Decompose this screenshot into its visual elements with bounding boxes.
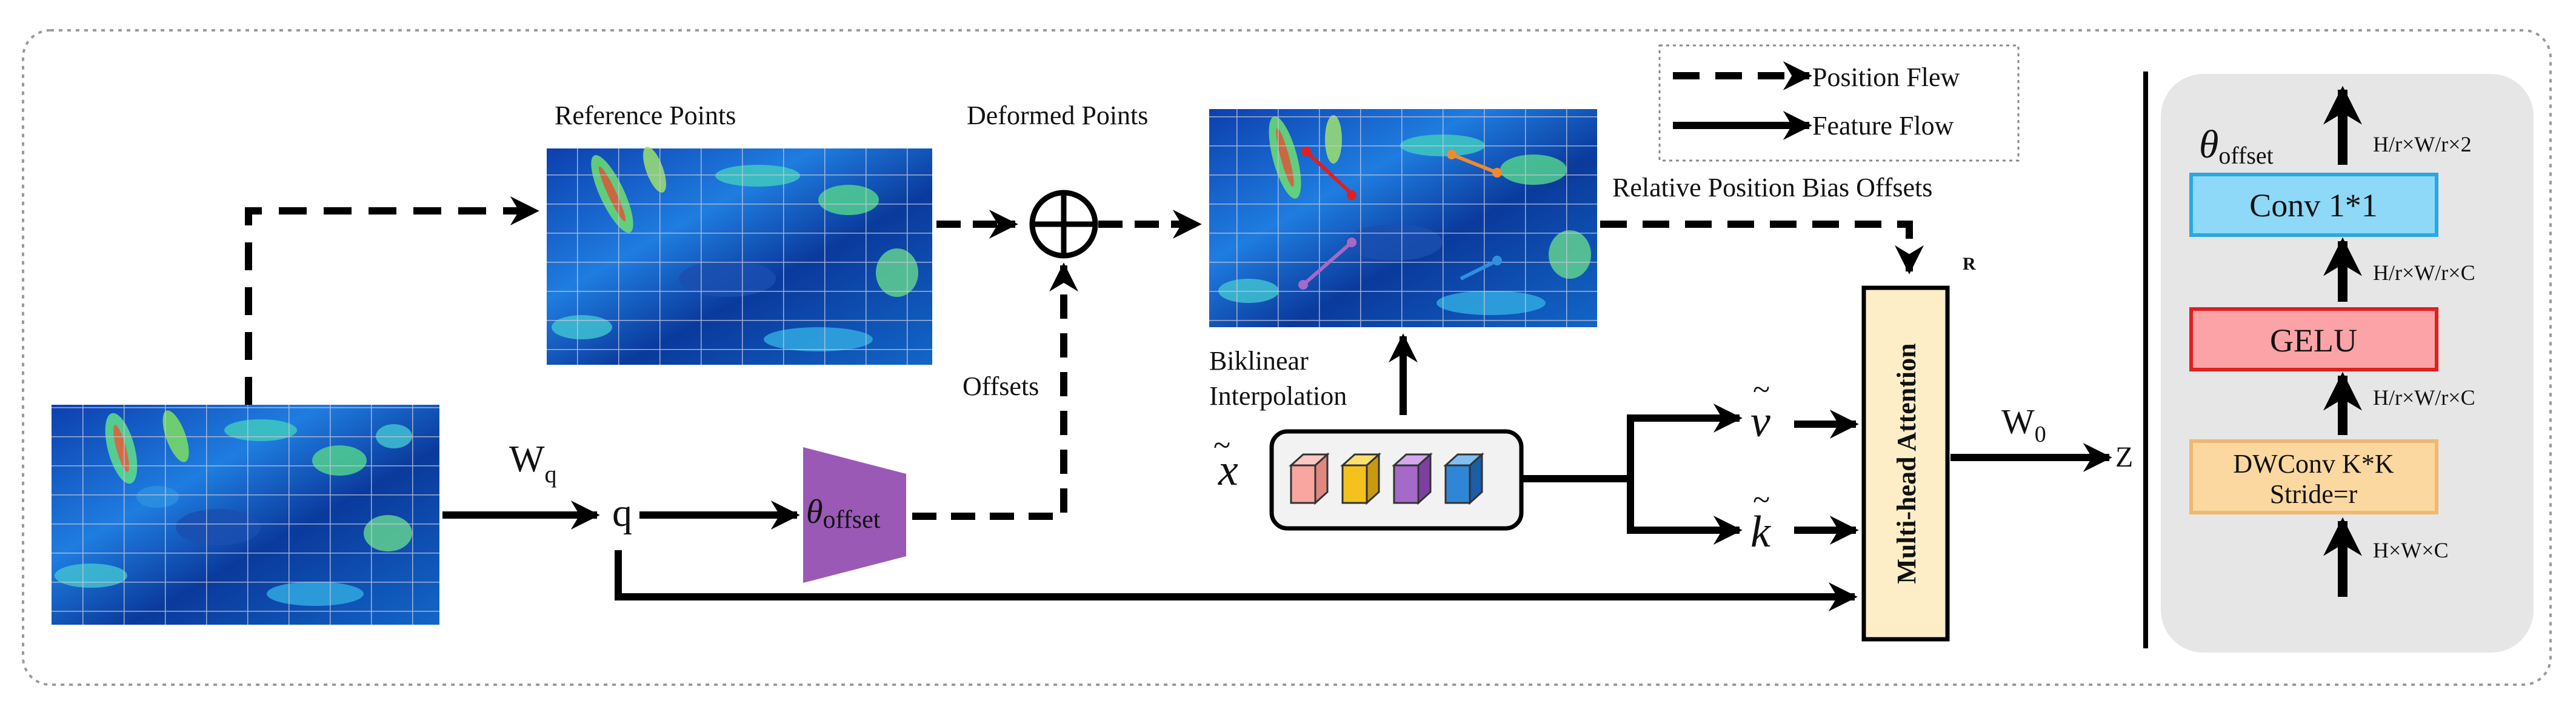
offset-network: θoffset [803, 447, 906, 583]
dim-top-label: H/r×W/r×2 [2373, 132, 2472, 156]
x-tilde-label: x [1218, 445, 1238, 495]
dwconv-label-1: DWConv K*K [2233, 449, 2394, 479]
offsets-label: Offsets [963, 371, 1039, 401]
relative-position-bias-label: Relative Position Bias Offsets [1612, 173, 1932, 202]
q-label: q [612, 491, 632, 535]
input-to-reference-flow [245, 196, 539, 405]
multi-head-attention-block: Multi-head Attention [1861, 285, 1950, 642]
reference-points-label: Reference Points [555, 101, 736, 130]
token-cube-1 [1289, 452, 1330, 505]
dwconv-label-2: Stride=r [2270, 479, 2358, 509]
legend: Position Flew Feature Flow [1658, 44, 2020, 162]
dim-gelu-dw-label: H/r×W/r×C [2373, 385, 2475, 410]
reference-points-map [547, 147, 932, 365]
r-mark: R [1963, 254, 1976, 274]
deformed-to-mha-flow [1600, 221, 1924, 274]
dim-input-label: H×W×C [2373, 538, 2449, 562]
x-tilde-mark: ~ [1213, 428, 1230, 463]
input-feature-map [52, 405, 439, 625]
tokens-to-vk-flow [1523, 418, 1634, 530]
interpolation-label: Interpolation [1209, 381, 1347, 411]
wq-label: Wq [509, 439, 557, 488]
v-tilde-mark: ~ [1753, 373, 1770, 407]
mha-label: Multi-head Attention [1892, 343, 1921, 584]
token-cube-4 [1443, 452, 1484, 505]
z-label: Z [2115, 441, 2133, 473]
deformed-points-map [1209, 109, 1597, 327]
conv-1x1-label: Conv 1*1 [2249, 187, 2378, 224]
offset-network-label: θoffset [806, 493, 881, 534]
w0-label: W0 [2001, 402, 2046, 447]
deformed-points-label: Deformed Points [967, 101, 1148, 130]
offsets-to-sum-flow [912, 262, 1078, 520]
deformed-point-markers [1298, 147, 1502, 290]
q-to-mha-flow [615, 550, 1858, 611]
conv-1x1-box [2189, 173, 2438, 237]
gelu-label: GELU [2270, 322, 2357, 359]
token-cube-2 [1340, 452, 1381, 505]
dwconv-box [2189, 439, 2438, 514]
dim-conv-gelu-label: H/r×W/r×C [2373, 261, 2475, 285]
outer-frame [22, 29, 2552, 686]
k-tilde-label: k [1750, 507, 1771, 557]
token-cube-3 [1392, 452, 1433, 505]
sampled-token-group [1269, 429, 1524, 531]
gelu-box [2189, 307, 2438, 371]
k-tilde-mark: ~ [1753, 483, 1770, 517]
panel-theta-label: θoffset [2199, 122, 2274, 169]
legend-position-label: Position Flew [1812, 62, 1960, 92]
offset-network-detail-panel: θoffset H/r×W/r×2 Conv 1*1 H/r×W/r×C GEL… [2161, 74, 2534, 653]
v-tilde-label: v [1750, 397, 1770, 447]
legend-feature-label: Feature Flow [1812, 111, 1954, 141]
biklinear-label: Biklinear [1209, 346, 1309, 376]
sum-operator [1029, 190, 1098, 259]
